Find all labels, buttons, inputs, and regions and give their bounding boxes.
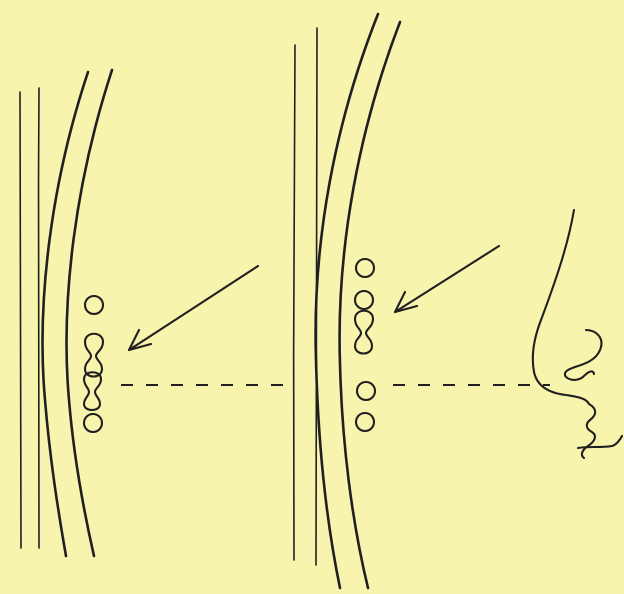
left-vesicles	[84, 296, 103, 432]
middle-vesicle-1	[356, 259, 374, 277]
left-membrane-line-2	[38, 88, 39, 548]
face-profile	[533, 210, 622, 458]
middle-arrow	[395, 246, 499, 312]
middle-vesicle-5	[356, 413, 374, 431]
face-profile-forehead-nose	[533, 210, 589, 404]
face-profile-nostril	[565, 330, 602, 380]
middle-vesicle-fused	[355, 311, 373, 354]
left-vesicle-4	[84, 414, 102, 432]
middle-arrow-shaft	[395, 246, 499, 312]
middle-membrane-curve-1	[316, 14, 378, 588]
middle-vesicles	[355, 259, 375, 431]
left-vesicle-1	[85, 296, 103, 314]
left-vesicle-fused-bottom	[84, 372, 101, 410]
left-membrane-line-1	[20, 92, 21, 548]
middle-membrane	[294, 14, 400, 588]
left-vesicle-fused-top	[85, 334, 103, 377]
left-membrane-curve-1	[43, 72, 88, 556]
middle-vesicle-4	[357, 382, 375, 400]
left-arrow	[129, 266, 258, 350]
face-profile-mouth-chin	[578, 404, 622, 458]
middle-vesicle-2	[355, 291, 373, 309]
middle-membrane-line-1	[294, 45, 295, 560]
middle-membrane-curve-2	[340, 22, 400, 588]
left-arrow-shaft	[129, 266, 258, 350]
